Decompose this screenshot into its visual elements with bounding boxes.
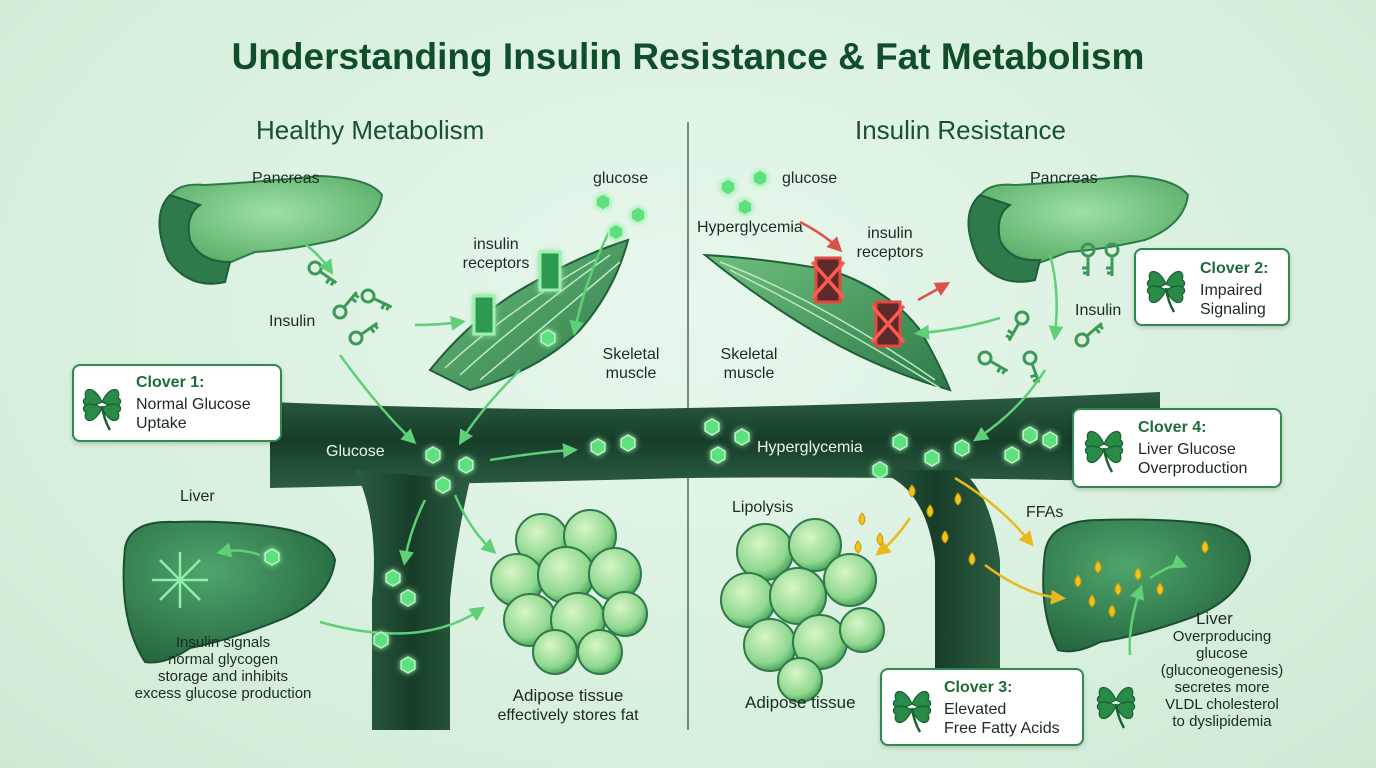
pancreas-right: [967, 174, 1190, 283]
adipose-tissue-left: [490, 509, 648, 675]
heading-resistance: Insulin Resistance: [855, 115, 1066, 145]
glucose-hexagon-icon: [892, 433, 908, 451]
fat-droplet-icon: [968, 552, 976, 566]
glucose-hexagon-icon: [385, 569, 401, 587]
flow-arrows-right: [799, 220, 1188, 656]
pancreas-left: [158, 174, 384, 285]
fat-droplet-icon: [926, 504, 934, 518]
insulin-keys-right: [977, 242, 1120, 383]
fat-droplet-icon: [1114, 582, 1122, 596]
heading-healthy: Healthy Metabolism: [256, 115, 485, 145]
glucose-hexagon-icon: [704, 418, 720, 436]
label-liver-right: Liver: [1196, 609, 1233, 628]
liver-right: [1042, 518, 1252, 653]
fat-droplet-icon: [1074, 574, 1082, 588]
fat-droplet-icon: [941, 530, 949, 544]
glucose-hexagon-icon: [630, 206, 646, 224]
flow-arrows-left: [216, 229, 612, 635]
glucose-hexagon-icon: [595, 193, 611, 211]
glucose-hexagon-icon: [400, 589, 416, 607]
fat-droplet-icon: [908, 484, 916, 498]
glucose-hexagon-icon: [373, 631, 389, 649]
glucose-hexagon-icon: [872, 461, 888, 479]
glucose-hexagon-icon: [400, 656, 416, 674]
label-liver-left: Liver: [180, 488, 215, 505]
blood-vessel: [270, 392, 1160, 730]
insulin-keys-left: [307, 260, 393, 346]
snowflake-icon: [152, 552, 208, 608]
glucose-hexagon-icon: [620, 434, 636, 452]
label-glucose-left: glucose: [593, 170, 649, 187]
glucose-hexagon-icon: [1022, 426, 1038, 444]
glucose-hexagon-icon: [720, 178, 736, 196]
label-insulin-right: Insulin: [1075, 302, 1122, 319]
fat-droplet-icon: [954, 492, 962, 506]
clover-icon: [884, 676, 940, 736]
glucose-hexagon-icon: [734, 428, 750, 446]
label-vessel-hyperglycemia: Hyperglycemia: [757, 439, 863, 456]
blocked-x-icon: [810, 256, 906, 348]
liver-left: [122, 520, 337, 664]
skeletal-muscle-right: [701, 253, 952, 392]
fat-droplet-icon: [1201, 540, 1209, 554]
glucose-hexagon-icon: [954, 439, 970, 457]
clover-icon: [1076, 416, 1132, 476]
fat-droplet-icon: [854, 540, 862, 554]
glucose-hexagon-icon: [608, 223, 624, 241]
fatty-acid-droplets: [854, 484, 1209, 618]
fat-droplet-icon: [1134, 567, 1142, 581]
clover-icon: [1088, 672, 1144, 732]
label-adipose-right: Adipose tissue: [745, 693, 856, 712]
fat-droplet-icon: [858, 512, 866, 526]
label-pancreas-right: Pancreas: [1030, 170, 1098, 187]
label-insulin-left: Insulin: [269, 313, 316, 330]
glucose-hexagon-icon: [435, 476, 451, 494]
adipose-tissue-right: [720, 518, 885, 703]
glucose-hexagon-icon: [540, 329, 556, 347]
glucose-hexagon-icon: [425, 446, 441, 464]
fat-droplet-icon: [1156, 582, 1164, 596]
glucose-molecules: [264, 169, 1058, 674]
door-receptor-icon: [472, 250, 562, 336]
label-glucose-right: glucose: [782, 170, 838, 187]
glucose-hexagon-icon: [710, 446, 726, 464]
fat-droplet-icon: [1094, 560, 1102, 574]
page-title: Understanding Insulin Resistance & Fat M…: [231, 36, 1145, 77]
fat-droplet-icon: [876, 532, 884, 546]
label-pancreas-left: Pancreas: [252, 170, 320, 187]
glucose-hexagon-icon: [590, 438, 606, 456]
clover-icon: [74, 374, 130, 434]
clover-icon: [1138, 256, 1194, 316]
fat-droplet-icon: [1108, 604, 1116, 618]
label-ffas: FFAs: [1026, 504, 1064, 521]
glucose-hexagon-icon: [737, 198, 753, 216]
glucose-hexagon-icon: [458, 456, 474, 474]
glucose-hexagon-icon: [1004, 446, 1020, 464]
label-hyperglycemia-top: Hyperglycemia: [697, 219, 803, 236]
glucose-hexagon-icon: [1042, 431, 1058, 449]
label-vessel-glucose: Glucose: [326, 443, 385, 460]
fat-droplet-icon: [1088, 594, 1096, 608]
label-lipolysis: Lipolysis: [732, 499, 794, 516]
glucose-hexagon-icon: [752, 169, 768, 187]
glucose-hexagon-icon: [264, 548, 280, 566]
glucose-hexagon-icon: [924, 449, 940, 467]
